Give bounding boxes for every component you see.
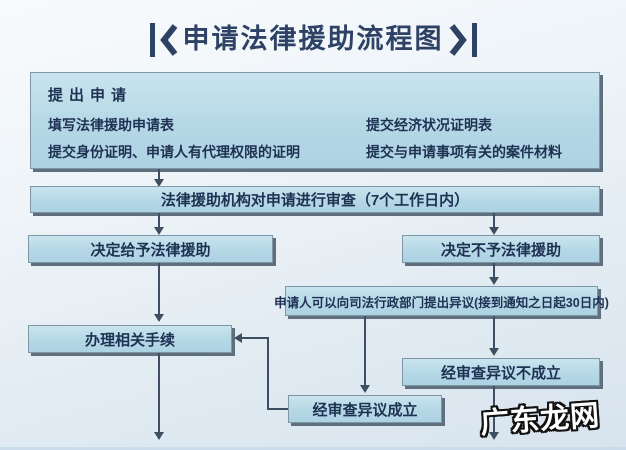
apply-item-case-materials: 提交与申请事项有关的案件材料 [366,144,562,160]
arrowhead-review-to-grant [154,227,164,235]
connector-objection-to-rejected [493,316,495,349]
grant-decision-label: 决定给予法律援助 [90,241,211,259]
arrowhead-deny-to-objection [489,277,499,285]
bottom-strip [0,447,626,450]
arrowhead-upheld-to-procedure [234,333,242,343]
objection-step-box: 申请人可以向司法行政部门提出异议(接到通知之日起30日内) [274,286,609,316]
objection-rejected-label: 经审查异议不成立 [440,364,561,382]
objection-step-label: 申请人可以向司法行政部门提出异议(接到通知之日起30日内) [274,295,609,310]
arrowhead-objection-to-upheld [360,385,370,393]
connector-upheld-elbow-top [242,337,268,339]
title-bracket-left-icon [159,24,177,56]
procedure-step-box: 办理相关手续 [28,325,232,353]
arrowhead-apply-to-review [154,179,164,187]
apply-step-box: 提出申请 填写法律援助申请表 提交经济状况证明表 提交身份证明、申请人有代理权限… [30,72,600,169]
apply-step-heading: 提出申请 [48,87,133,104]
title-bracket-right-icon [449,24,467,56]
apply-item-economic-proof: 提交经济状况证明表 [366,117,492,133]
deny-decision-box: 决定不予法律援助 [402,235,600,263]
deny-decision-label: 决定不予法律援助 [440,241,561,259]
connector-upheld-elbow-bottom [268,408,288,410]
procedure-step-label: 办理相关手续 [84,331,175,349]
connector-grant-to-procedure [158,263,160,315]
apply-item-form: 填写法律援助申请表 [48,117,174,133]
page-title-bar: 申请法律援助流程图 [0,20,626,60]
arrowhead-objection-to-rejected [489,348,499,356]
title-right-bar-icon [471,23,477,57]
arrowhead-rejected-exit [489,432,499,440]
arrowhead-grant-to-procedure [154,314,164,322]
connector-review-to-deny [493,213,495,228]
apply-item-identity-proof: 提交身份证明、申请人有代理权限的证明 [48,144,300,160]
connector-objection-to-upheld [364,316,366,386]
page-title: 申请法律援助流程图 [182,24,444,55]
connector-review-to-grant [158,213,160,228]
connector-apply-to-review [158,169,160,180]
grant-decision-box: 决定给予法律援助 [28,235,273,263]
objection-rejected-box: 经审查异议不成立 [402,358,600,386]
objection-upheld-label: 经审查异议成立 [312,401,418,419]
apply-step-items: 填写法律援助申请表 提交经济状况证明表 提交身份证明、申请人有代理权限的证明 提… [48,112,599,166]
connector-upheld-elbow-vertical [267,337,269,410]
review-step-box: 法律援助机构对申请进行审查（7个工作日内） [30,186,600,213]
arrowhead-review-to-deny [489,227,499,235]
connector-deny-to-objection [493,263,495,278]
review-step-label: 法律援助机构对申请进行审查（7个工作日内） [160,192,470,209]
title-left-bar-icon [149,23,155,57]
connector-rejected-exit [493,386,495,433]
arrowhead-procedure-exit [154,432,164,440]
objection-upheld-box: 经审查异议成立 [288,395,442,423]
site-watermark: 广东龙网 [479,399,602,441]
connector-procedure-exit [158,353,160,433]
